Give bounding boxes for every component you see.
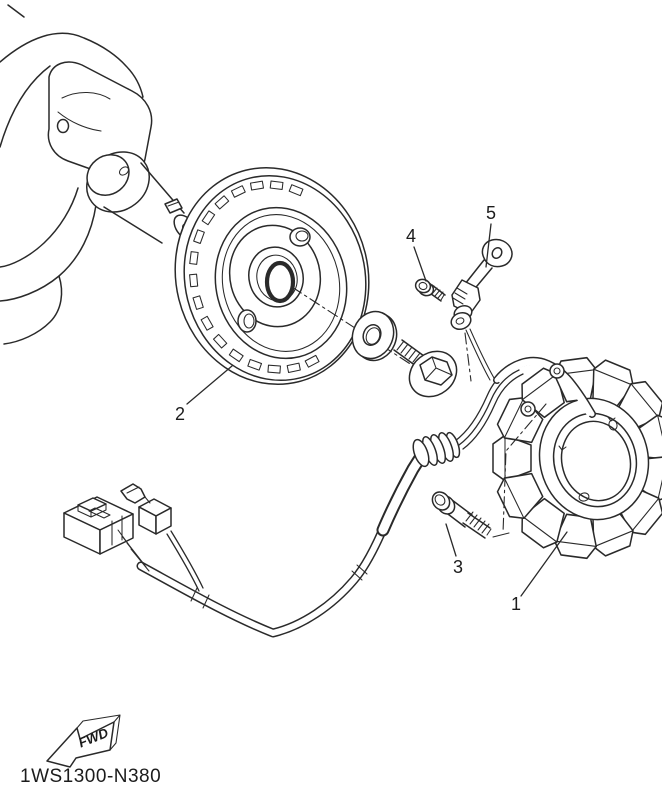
callout-leader-2	[186, 365, 233, 405]
sub-connector-drawing	[120, 483, 204, 592]
callout-label-4: 4	[406, 226, 416, 246]
callout-leaders	[186, 223, 568, 597]
callout-leader-1	[520, 531, 568, 597]
wire-harness-drawing	[63, 431, 461, 638]
callout-label-1: 1	[511, 594, 521, 614]
callout-leader-5	[485, 223, 492, 268]
stator-bolt-drawing	[431, 403, 547, 539]
callout-leader-4	[413, 246, 427, 282]
fwd-direction-icon: FWD	[46, 714, 121, 768]
callout-label-5: 5	[486, 203, 496, 223]
pickup-coil-drawing	[450, 238, 513, 382]
stator-coil-drawing	[492, 356, 662, 560]
plain-washer-drawing	[351, 310, 398, 362]
callout-label-3: 3	[453, 557, 463, 577]
rotor-flywheel-drawing	[174, 166, 370, 386]
pickup-screw-drawing	[414, 278, 446, 302]
drawing-number: 1WS1300-N380	[20, 766, 161, 787]
crankshaft-drawing	[0, 4, 199, 345]
rotor-flange-bolt-drawing	[393, 339, 458, 398]
rotor-slots	[189, 180, 320, 374]
rotor-axis-centerline	[291, 286, 422, 372]
main-connector-drawing	[63, 496, 150, 572]
callout-leader-3	[445, 523, 457, 557]
callout-label-2: 2	[175, 404, 185, 424]
stator-wire-bracket	[493, 356, 596, 418]
harness-grommet	[412, 431, 461, 468]
